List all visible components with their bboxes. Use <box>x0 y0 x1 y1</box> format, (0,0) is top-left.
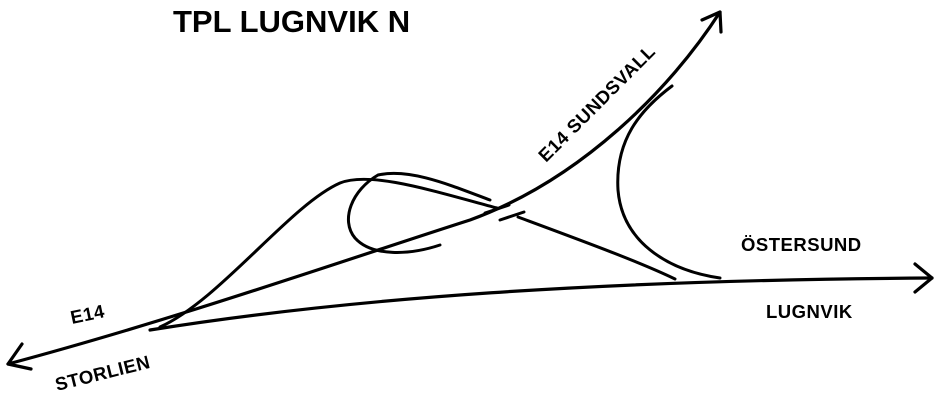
arrow-northeast-sundsvall <box>700 10 723 34</box>
arrow-west-storlien <box>6 342 33 371</box>
cloverleaf-loop <box>346 171 492 254</box>
arrow-east-ostersund <box>913 262 934 294</box>
e14-mainline <box>6 10 722 366</box>
ramp-sundsvall-ostersund <box>616 84 722 280</box>
label-e14-west: E14 <box>68 300 106 328</box>
label-storlien: STORLIEN <box>53 351 152 394</box>
ostersund-road <box>148 276 934 332</box>
label-ostersund: ÖSTERSUND <box>741 234 862 255</box>
ramp-outer-west <box>158 177 499 329</box>
label-lugnvik: LUGNVIK <box>766 301 853 322</box>
diagram-title: TPL LUGNVIK N <box>173 4 410 39</box>
bridge-mark-upper <box>483 203 511 215</box>
ramp-east-connector <box>516 215 677 281</box>
bridge-mark-lower <box>498 210 526 222</box>
